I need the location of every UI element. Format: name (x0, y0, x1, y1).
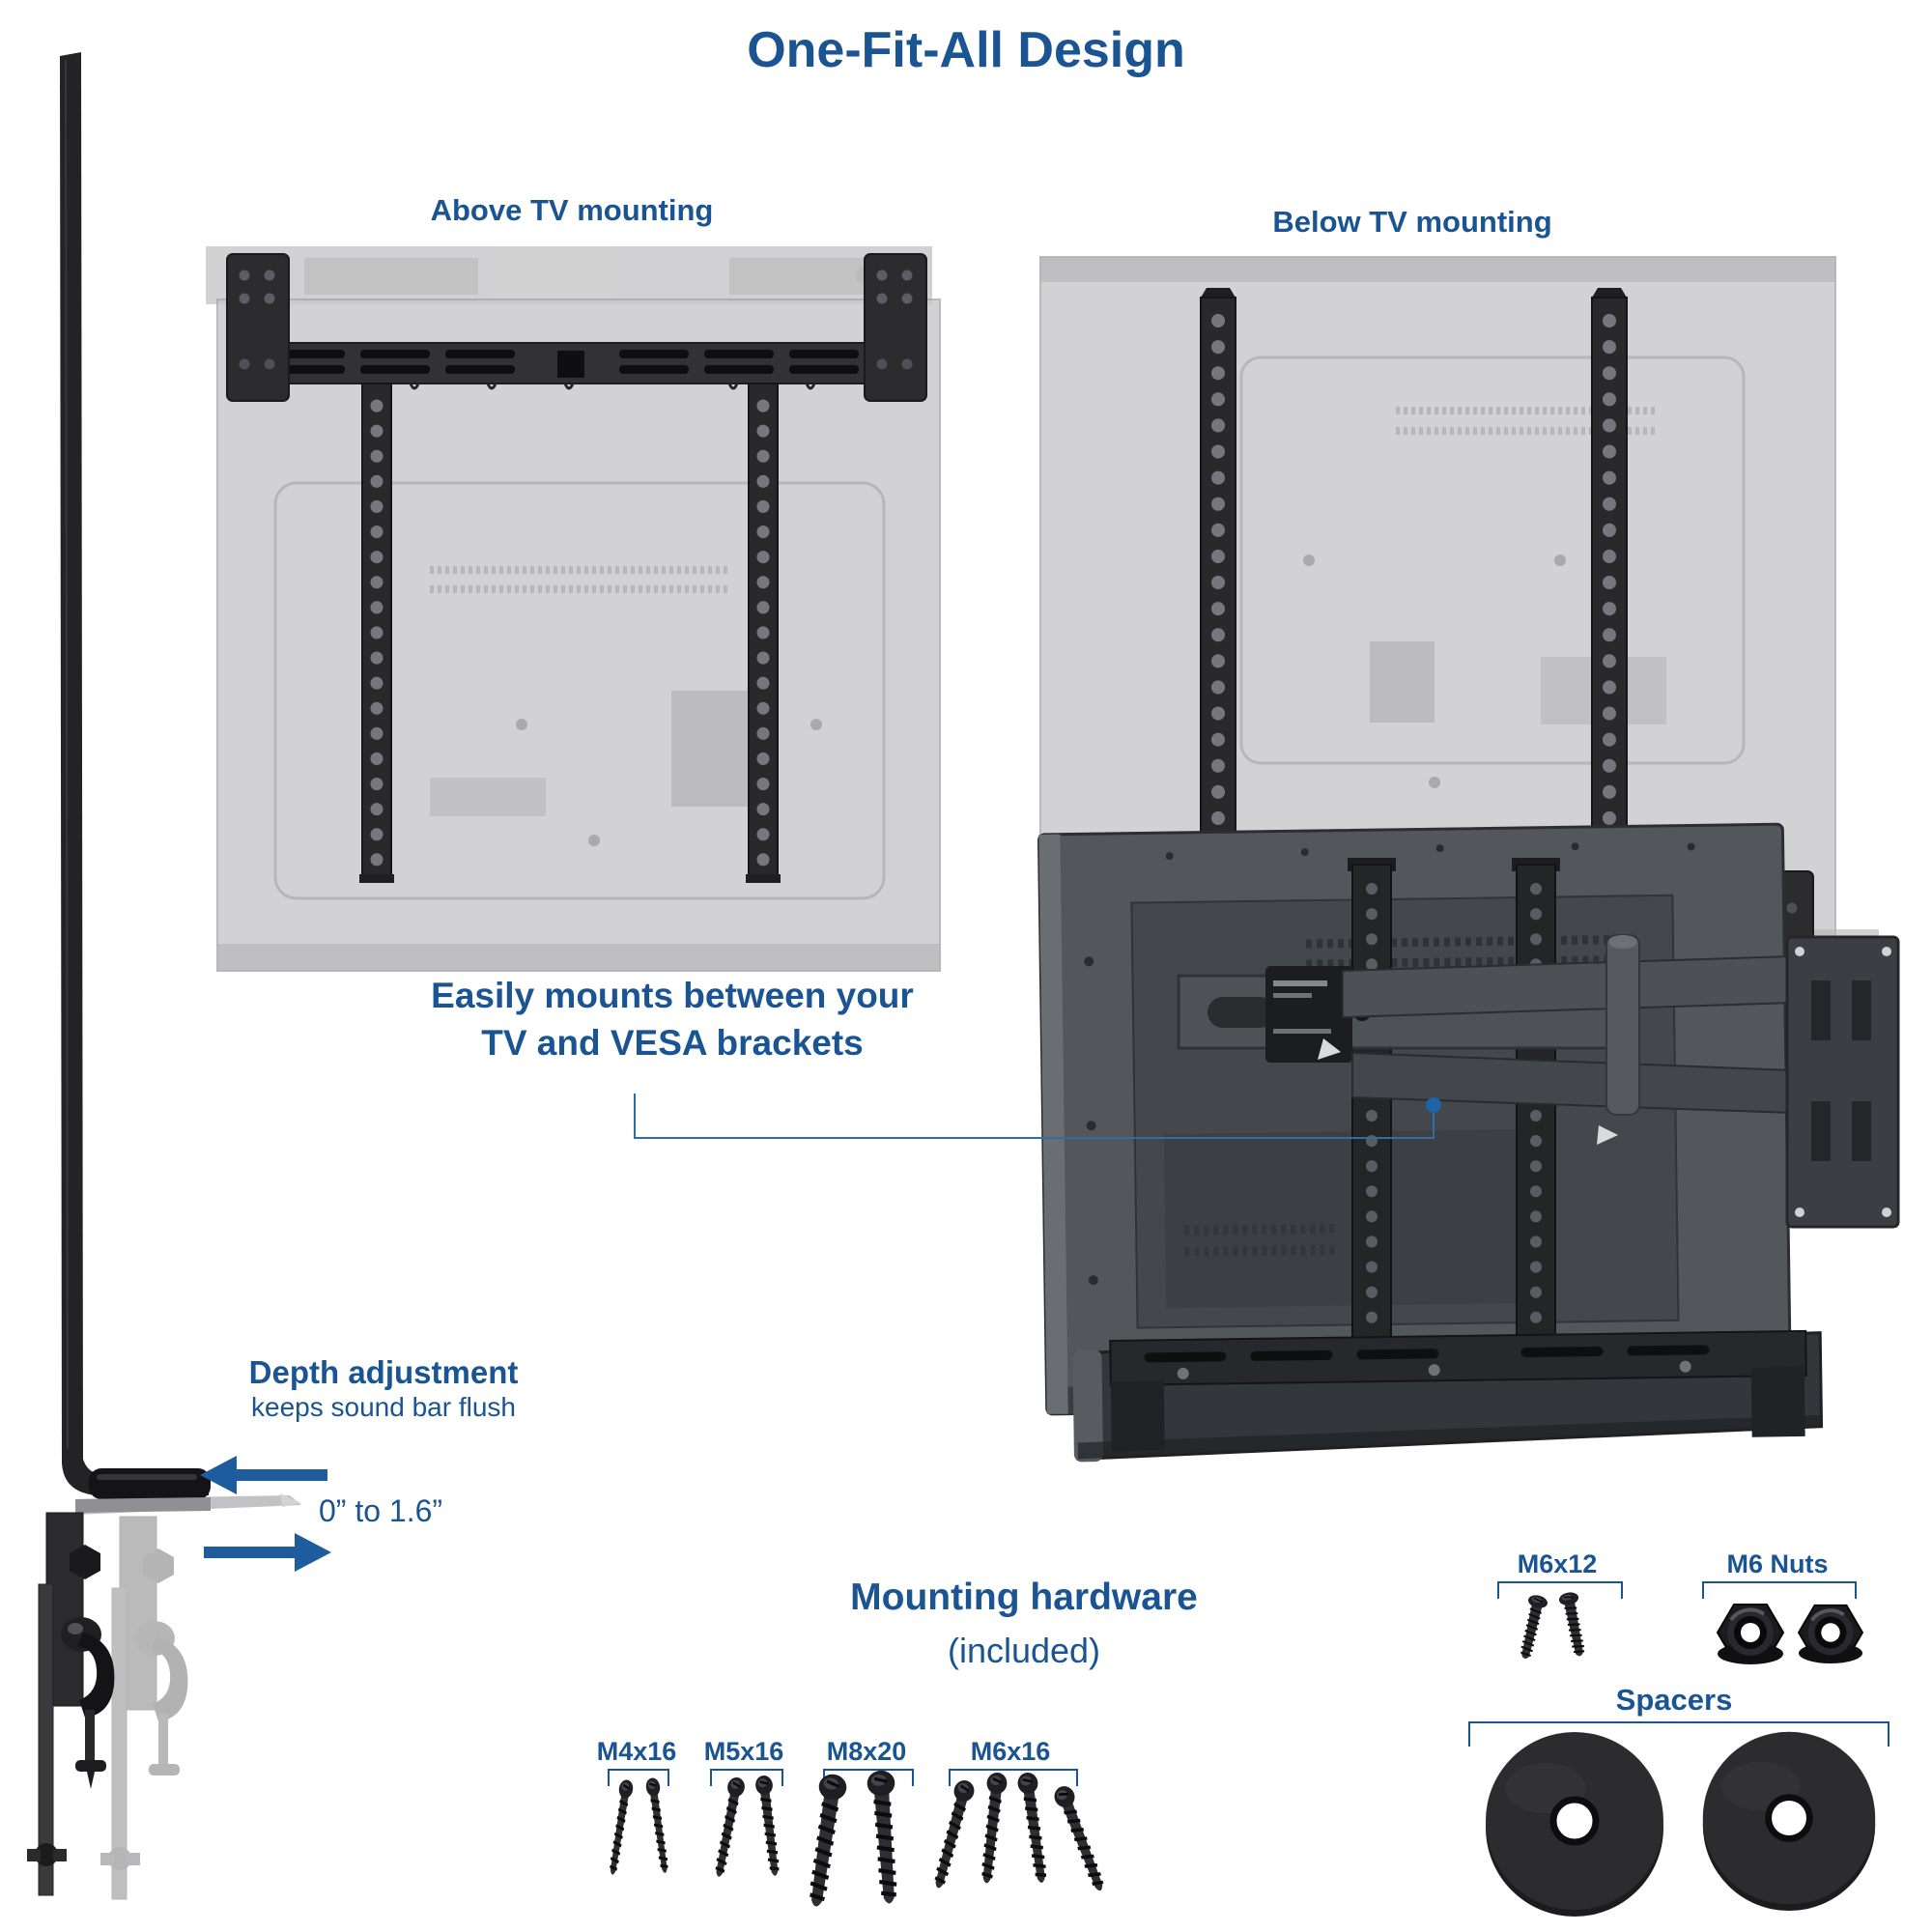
mounted-soundbar (1072, 1329, 1824, 1463)
depth-adjustment-subtitle: keeps sound bar flush (251, 1392, 516, 1422)
sidebar-bracket-side-view (27, 52, 301, 1900)
bracket-m4x16 (608, 1769, 669, 1786)
rail-highlight (65, 59, 69, 1460)
vesa-rail-left (359, 383, 394, 883)
hw-label-m6x12: M6x12 (1517, 1549, 1598, 1578)
screws-m8x20 (802, 1770, 902, 1909)
mounted-tv-photo (1037, 822, 1900, 1463)
hw-label-m6x16: M6x16 (970, 1737, 1051, 1766)
faded-tv-back (216, 298, 941, 972)
ghost-shelf-tip (280, 1493, 301, 1507)
vesa-rail-left (1348, 858, 1396, 1368)
easy-mount-line2: TV and VESA brackets (481, 1023, 864, 1063)
depth-range-text: 0” to 1.6” (319, 1493, 443, 1528)
easy-mount-callout: Easily mounts between your TV and VESA b… (402, 972, 943, 1066)
vesa-rail-right (746, 383, 781, 883)
clamp-assembly (27, 1512, 115, 1896)
bracket-m6-nuts (1702, 1581, 1857, 1599)
screws-m4x16 (604, 1776, 674, 1878)
vesa-rail-right (1591, 288, 1628, 882)
soundbar-bracket-bar (247, 342, 908, 390)
arrow-right-icon (204, 1533, 331, 1572)
hardware-illustrations (604, 1589, 1932, 1932)
below-tv-mounting-label: Below TV mounting (1272, 205, 1552, 239)
mounting-hardware-title: Mounting hardware (850, 1577, 1198, 1618)
hw-label-spacers: Spacers (1615, 1683, 1733, 1717)
bracket-m6x12 (1497, 1581, 1623, 1599)
hw-label-m4x16: M4x16 (596, 1737, 677, 1766)
depth-adjustment-block: Depth adjustment keeps sound bar flush (239, 1354, 528, 1424)
bracket-m6x16 (949, 1769, 1078, 1786)
spacers (1486, 1732, 1875, 1917)
corner-plate-left (226, 253, 290, 402)
screws-m5x16 (708, 1773, 785, 1881)
bracket-m5x16 (710, 1769, 783, 1786)
nuts-m6 (1716, 1603, 1864, 1666)
screws-m6x12 (1514, 1589, 1591, 1662)
wall-plate (1785, 935, 1900, 1229)
page-title: One-Fit-All Design (747, 22, 1185, 78)
hw-label-m8x20: M8x20 (826, 1737, 907, 1766)
depth-adjustment-title: Depth adjustment (248, 1354, 519, 1390)
connector-dot (1426, 1097, 1441, 1113)
clamp-lip-highlight (97, 1474, 197, 1480)
shelf-plate (75, 1497, 211, 1513)
above-tv-mounting-diagram (206, 246, 941, 972)
mounting-hardware-subtitle: (included) (947, 1631, 1101, 1670)
screws-m6x16 (926, 1769, 1112, 1896)
articulating-arm (1318, 934, 1793, 1145)
easy-mount-line1: Easily mounts between your (431, 976, 914, 1015)
above-tv-mounting-label: Above TV mounting (430, 193, 714, 227)
faded-soundbar (206, 246, 932, 304)
bracket-spacers (1468, 1721, 1889, 1747)
depth-adjustment-arrows (200, 1456, 331, 1572)
hw-label-m6-nuts: M6 Nuts (1726, 1549, 1829, 1578)
ghost-clamp-assembly (100, 1516, 188, 1900)
arrow-left-icon (200, 1456, 327, 1494)
hw-label-m5x16: M5x16 (703, 1737, 784, 1766)
corner-plate-right (864, 253, 927, 402)
